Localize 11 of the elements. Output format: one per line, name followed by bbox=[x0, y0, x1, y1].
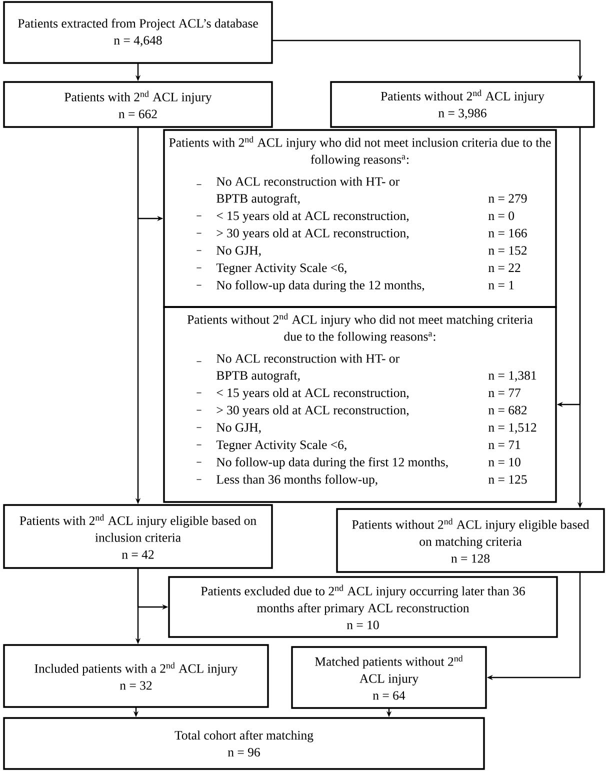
criteria-box: Patients without 2$^{nd}$ ACL injury who did not meet matching criteria due to the following reasons$^{a}$: No ACL reconstruction with HT- or BPTB autograft, n = 1,381 < 15 years old at ACL reconstruction, n = 77 > 30 years old at ACL reconstruction, n = 682 No GJH, n = 1,512 Tegner Activity Scale <6, n = 71 No follow-up data during the first 12 months, n = 10 Less than 36 months follow-up, n = 125 bbox=[163, 306, 557, 503]
process-box: Total cohort after matching n = 96 bbox=[3, 717, 485, 770]
process-box: Patients with 2$^{nd}$ ACL injury n = 662 bbox=[3, 81, 273, 128]
process-box: Patients without 2$^{nd}$ ACL injury n = 3,986 bbox=[330, 81, 595, 128]
criteria-box: Patients with 2$^{nd}$ ACL injury who did not meet inclusion criteria due to the following reasons$^{a}$: No ACL reconstruction with HT- or BPTB autograft, n = 279 < 15 years old at ACL reconstruction, n = 0 > 30 years old at ACL reconstruction, n = 166 No GJH, n = 152 Tegner Activity Scale <6, n = 22 No follow-up data during the 12 months, n = 1 bbox=[163, 129, 557, 308]
process-box: Patients without 2$^{nd}$ ACL injury eligible based on matching criteria n = 128 bbox=[336, 508, 605, 573]
process-box: Patients with 2$^{nd}$ ACL injury eligible based on inclusion criteria n = 42 bbox=[3, 504, 273, 569]
process-box: Patients extracted from Project ACL’s database n = 4,648 bbox=[3, 1, 273, 64]
process-box: Included patients with a 2$^{nd}$ ACL injury n = 32 bbox=[3, 644, 269, 708]
process-box: Matched patients without 2$^{nd}$ ACL injury n = 64 bbox=[291, 646, 487, 709]
process-box: Patients excluded due to 2$^{nd}$ ACL injury occurring later than 36 months after primary ACL reconstruction n = 10 bbox=[168, 576, 558, 638]
